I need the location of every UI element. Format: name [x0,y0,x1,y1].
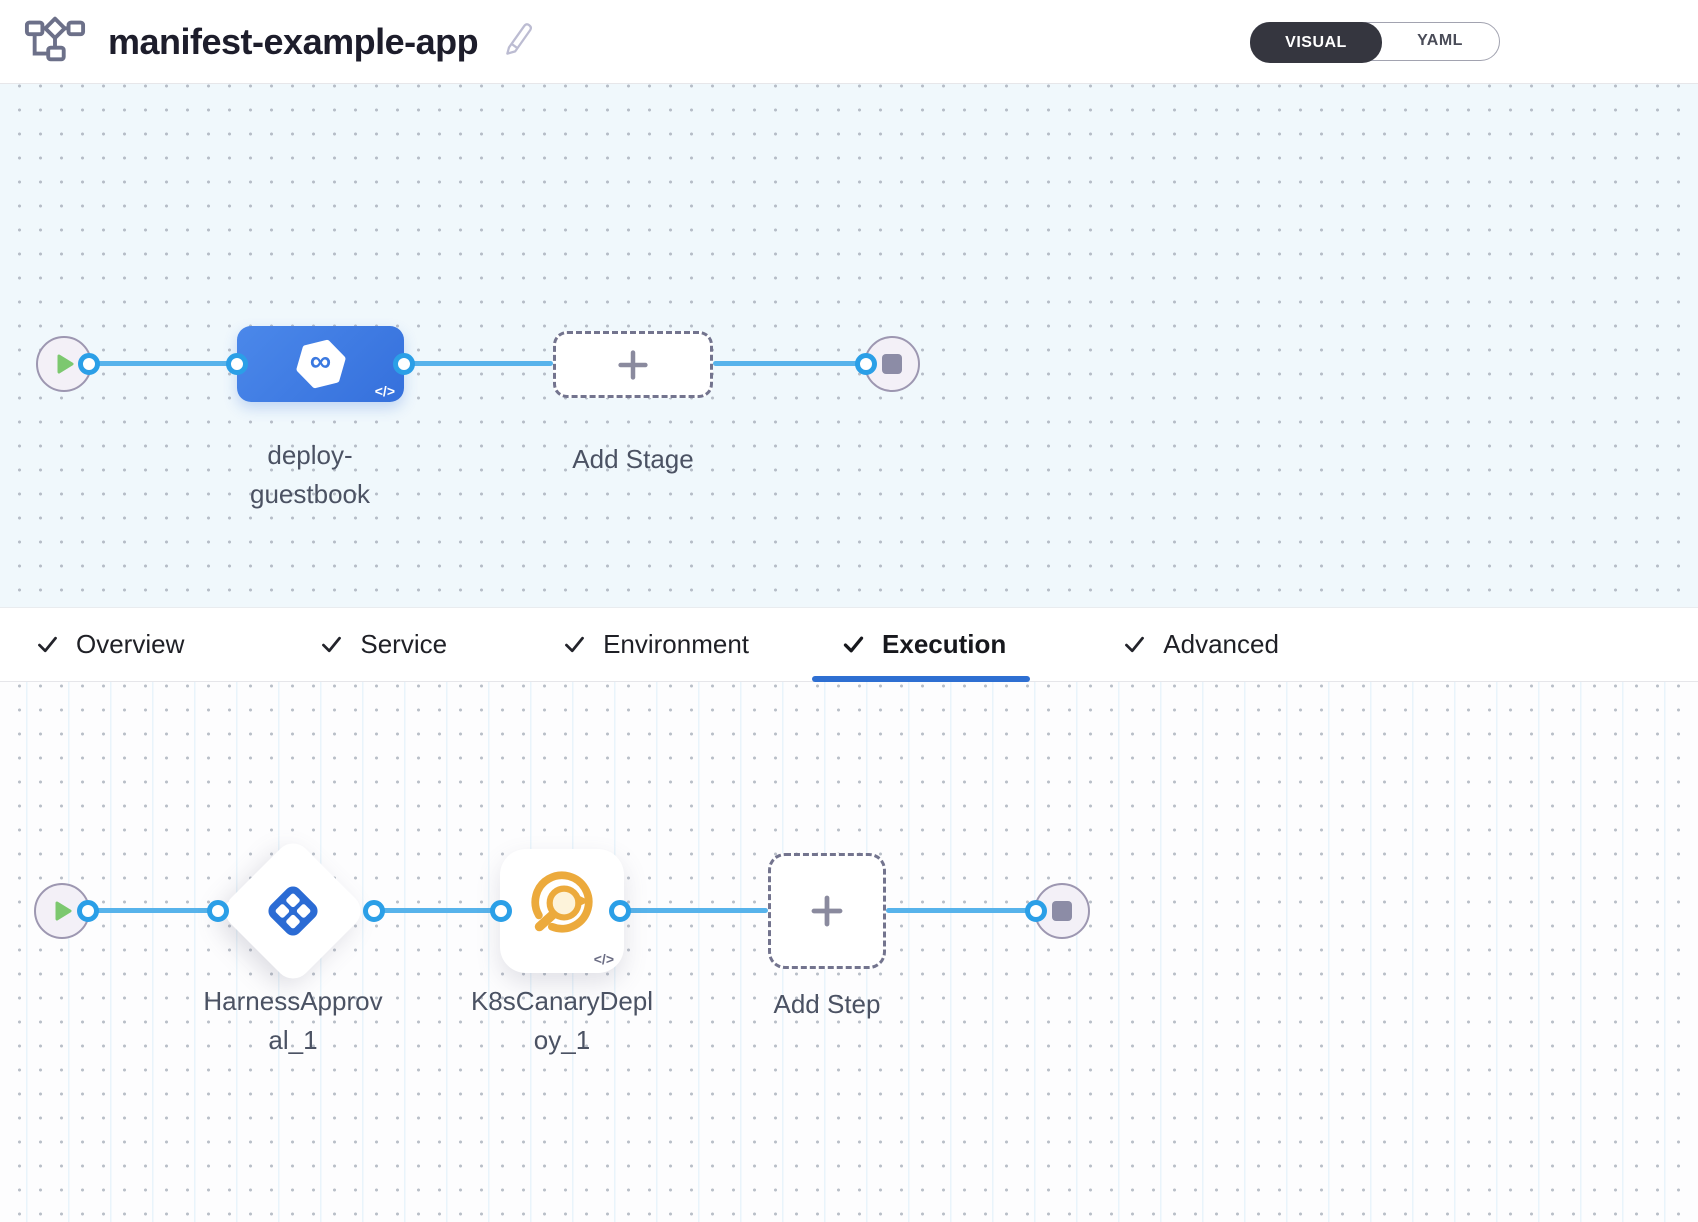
stage-graph-canvas[interactable]: ∞ </> deploy-guestbook Add Stage [0,84,1698,607]
check-icon [38,636,57,653]
step-code-icon[interactable]: </> [593,951,614,967]
execution-graph-canvas[interactable]: </> HarnessApproval_1 K8sCanaryDeploy_1 … [0,682,1698,1222]
step-label-harness-approval[interactable]: HarnessApproval_1 [203,986,383,1055]
step-node-k8s-canary-deploy[interactable]: </> [500,849,624,973]
stage-node-deploy-guestbook[interactable]: ∞ </> [237,326,404,402]
play-icon [57,354,74,374]
visual-yaml-toggle: VISUAL YAML [1250,22,1500,63]
connection-point[interactable] [363,900,385,922]
stop-icon [882,354,902,374]
pipeline-flowchart-icon [24,15,86,68]
connection-point[interactable] [226,353,248,375]
tab-label: Overview [76,629,185,659]
add-step-label: Add Step [773,989,881,1019]
tab-label: Environment [603,629,750,659]
cd-stage-hexagon-icon: ∞ [295,338,347,390]
connection-point[interactable] [78,353,100,375]
connection-point[interactable] [855,353,877,375]
edit-pencil-icon[interactable] [500,19,536,64]
canary-bird-icon [525,865,599,944]
plus-icon [618,349,648,380]
connection-point[interactable] [207,900,229,922]
tab-label: Advanced [1163,629,1279,659]
infinity-glyph: ∞ [309,345,332,378]
play-icon [55,901,72,921]
check-icon [1125,636,1145,653]
stage-label[interactable]: deploy-guestbook [250,440,370,509]
connection-point[interactable] [77,900,99,922]
check-icon [565,636,584,653]
add-stage-button[interactable] [553,331,713,398]
check-icon [843,636,864,653]
stage-code-icon[interactable]: </> [374,383,395,399]
tab-label: Execution [882,629,1007,659]
tab-advanced[interactable]: Advanced [1123,608,1279,681]
stop-icon [1052,901,1072,921]
plus-icon [811,895,843,927]
connection-point[interactable] [609,900,631,922]
connection-point[interactable] [490,900,512,922]
connector-line [88,908,218,913]
toggle-visual-button[interactable]: VISUAL [1250,22,1382,63]
harness-approval-icon [261,879,325,948]
connector-line [404,361,553,366]
tab-service[interactable]: Service [320,608,447,681]
connector-line [713,361,866,366]
pipeline-header: manifest-example-app VISUAL YAML [0,0,1698,84]
connector-line [886,908,1036,913]
add-stage-label: Add Stage [572,444,694,474]
tab-overview[interactable]: Overview [36,608,184,681]
connector-line [89,361,237,366]
connection-point[interactable] [393,353,415,375]
connector-line [620,908,768,913]
tab-label: Service [360,629,448,659]
step-label-k8s-canary[interactable]: K8sCanaryDeploy_1 [470,986,654,1055]
add-step-button[interactable] [768,853,886,969]
tab-environment[interactable]: Environment [563,608,749,681]
connection-point[interactable] [1025,900,1047,922]
check-icon [322,636,342,653]
pipeline-end-node [864,336,920,392]
connector-line [374,908,501,913]
toggle-yaml-button[interactable]: YAML [1417,32,1463,49]
page-title: manifest-example-app [108,20,479,62]
tab-execution[interactable]: Execution [811,608,1031,682]
stage-config-tabs: Overview Service Environment Execution A… [0,607,1698,682]
